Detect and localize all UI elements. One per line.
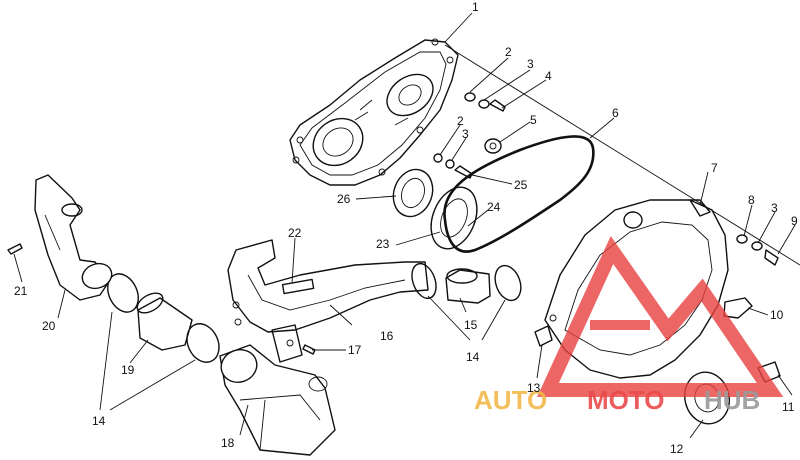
callout-12: 12 bbox=[670, 442, 684, 456]
callout-5: 5 bbox=[530, 113, 537, 127]
fastener-part-13 bbox=[534, 325, 553, 347]
callout-10: 10 bbox=[770, 308, 784, 322]
mount-bracket-part-17 bbox=[271, 324, 316, 363]
callout-14b: 14 bbox=[92, 414, 106, 428]
callout-16: 16 bbox=[380, 329, 394, 343]
watermark-word-hub: HUB bbox=[704, 385, 760, 415]
screw-part-21 bbox=[7, 243, 23, 255]
callout-25: 25 bbox=[514, 178, 528, 192]
callout-17: 17 bbox=[348, 343, 362, 357]
watermark-word-auto: AUTO bbox=[474, 385, 547, 415]
intake-duct-part-16 bbox=[227, 239, 429, 333]
callout-19: 19 bbox=[121, 363, 135, 377]
callout-7: 7 bbox=[711, 161, 718, 175]
drive-belt-part-6 bbox=[443, 135, 595, 253]
callout-18: 18 bbox=[221, 436, 235, 450]
callout-15: 15 bbox=[464, 318, 478, 332]
leader-lines bbox=[13, 12, 800, 439]
callout-20: 20 bbox=[42, 319, 56, 333]
clamp-left-a bbox=[107, 273, 139, 313]
callout-labels: 1 2 3 4 5 6 2 3 25 26 24 23 22 7 8 3 9 1… bbox=[14, 0, 798, 456]
callout-9: 9 bbox=[791, 214, 798, 228]
callout-3c: 3 bbox=[771, 201, 778, 215]
seal-part-26 bbox=[392, 168, 434, 218]
watermark-logo bbox=[537, 235, 784, 397]
air-box-part-18 bbox=[219, 344, 336, 456]
callout-21: 21 bbox=[14, 284, 28, 298]
watermark-triangle-icon bbox=[537, 235, 784, 397]
clamp-left-b bbox=[186, 323, 220, 363]
watermark-word-moto: MOTO bbox=[587, 385, 665, 415]
upper-fastener-set bbox=[464, 92, 506, 154]
drive-clutch-part-23 bbox=[430, 186, 478, 250]
callout-8: 8 bbox=[748, 193, 755, 207]
callout-11: 11 bbox=[782, 400, 795, 414]
callout-22: 22 bbox=[288, 226, 302, 240]
callout-2b: 2 bbox=[457, 114, 464, 128]
coupler-part-15 bbox=[445, 268, 491, 304]
callout-26: 26 bbox=[337, 192, 351, 206]
callout-2: 2 bbox=[505, 45, 512, 59]
callout-3b: 3 bbox=[462, 127, 469, 141]
callout-6: 6 bbox=[612, 106, 619, 120]
inner-cover-part-1 bbox=[289, 38, 459, 186]
callout-13: 13 bbox=[527, 381, 541, 395]
callout-23: 23 bbox=[376, 237, 390, 251]
elbow-duct-part-20 bbox=[34, 174, 113, 301]
bracket-part-10 bbox=[723, 297, 753, 319]
callout-3: 3 bbox=[527, 57, 534, 71]
callout-24: 24 bbox=[487, 200, 501, 214]
clamp-right-b bbox=[494, 264, 522, 302]
callout-4: 4 bbox=[545, 69, 552, 83]
callout-14: 14 bbox=[466, 350, 480, 364]
tube-part-19 bbox=[136, 292, 193, 351]
clamp-right-a bbox=[411, 262, 437, 300]
callout-1: 1 bbox=[472, 0, 479, 14]
cover-fastener-set bbox=[736, 234, 779, 266]
